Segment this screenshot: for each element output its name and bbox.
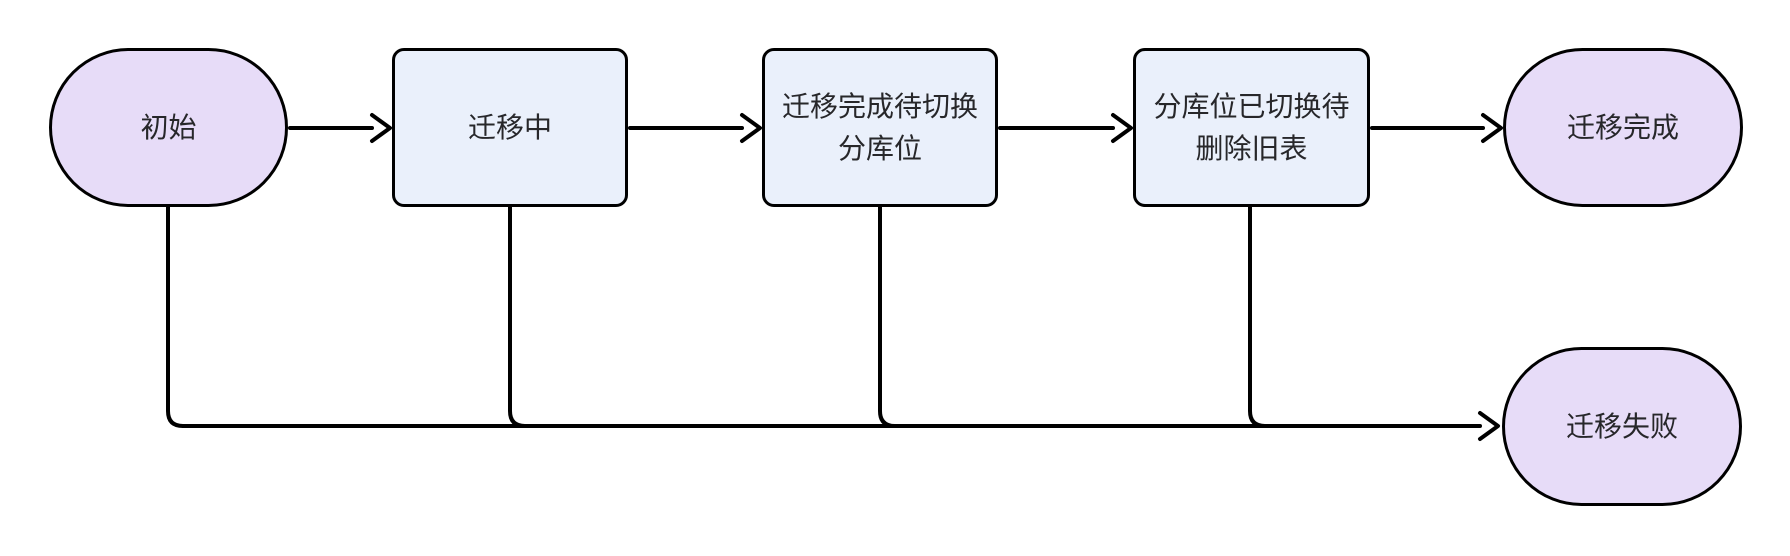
node-migrated-awaiting-switch-label: 迁移完成待切换分库位 bbox=[781, 90, 978, 164]
edge-failure-trunk bbox=[181, 411, 1500, 441]
edge-initial-to-migrating bbox=[288, 113, 392, 143]
node-migration-complete-label: 迁移完成 bbox=[1566, 111, 1679, 143]
node-migration-failed-label: 迁移失败 bbox=[1565, 410, 1678, 442]
edge-switched-awaiting-delete-to-migration-complete bbox=[1370, 113, 1503, 143]
edge-migrated-awaiting-switch-to-switched-awaiting-delete bbox=[998, 113, 1133, 143]
edge-switched-awaiting-delete-to-migration-failed bbox=[1248, 203, 1267, 428]
node-migrating-label: 迁移中 bbox=[467, 111, 552, 143]
node-migration-complete: 迁移完成 bbox=[1503, 48, 1743, 207]
node-switched-awaiting-delete-old-table-label: 分库位已切换待删除旧表 bbox=[1153, 90, 1350, 164]
node-migrated-awaiting-switch: 迁移完成待切换分库位 bbox=[762, 48, 998, 207]
node-switched-awaiting-delete-old-table: 分库位已切换待删除旧表 bbox=[1133, 48, 1370, 207]
node-migrating: 迁移中 bbox=[392, 48, 628, 207]
arrowhead-icon bbox=[1478, 411, 1500, 441]
edge-migrating-to-migrated-awaiting-switch bbox=[628, 113, 762, 143]
edge-initial-to-migration-failed bbox=[166, 203, 185, 428]
node-initial: 初始 bbox=[49, 48, 288, 207]
arrowhead-icon bbox=[1481, 113, 1503, 143]
arrowhead-icon bbox=[740, 113, 762, 143]
arrowhead-icon bbox=[1111, 113, 1133, 143]
edge-migrating-to-migration-failed bbox=[508, 203, 527, 428]
node-migration-failed: 迁移失败 bbox=[1502, 347, 1742, 506]
arrowhead-icon bbox=[370, 113, 392, 143]
node-initial-label: 初始 bbox=[140, 111, 197, 143]
edge-migrated-awaiting-switch-to-migration-failed bbox=[878, 203, 897, 428]
